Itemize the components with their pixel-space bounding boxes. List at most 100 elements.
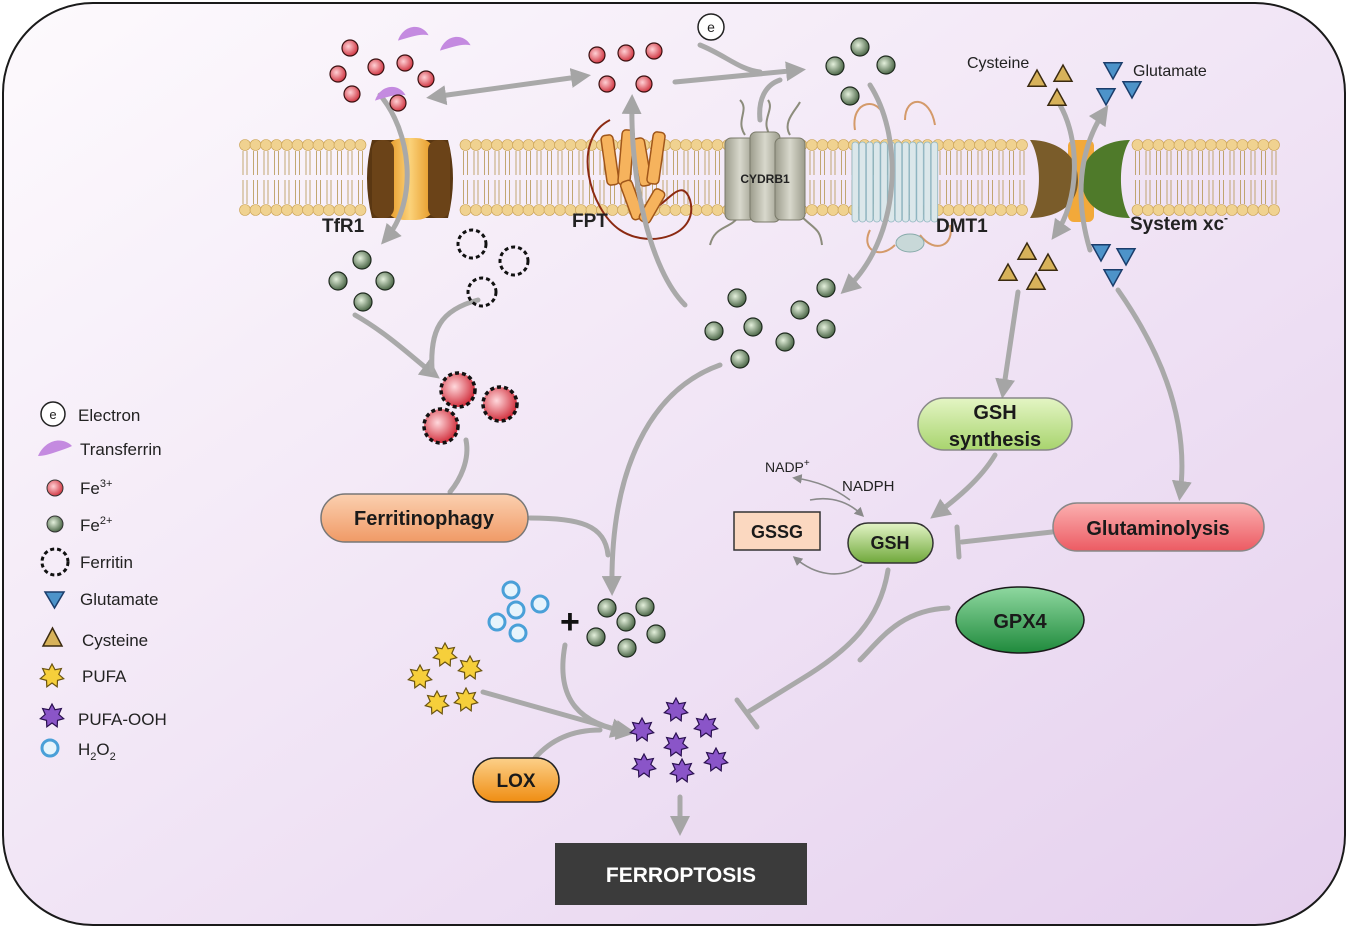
legend-h2o2-label: H2O2	[78, 740, 116, 763]
glutamate-icon	[1115, 248, 1137, 267]
cysteine-icon	[1026, 68, 1048, 87]
fe3-ion	[598, 75, 616, 93]
fe3-ion	[367, 58, 385, 76]
ferritinophagy-label: Ferritinophagy	[354, 508, 495, 530]
nadp-label: NADP+	[765, 458, 810, 475]
gpx4-node: GPX4	[955, 586, 1085, 654]
legend-transferrin-label: Transferrin	[80, 440, 162, 459]
ferritin-loaded-icon	[424, 409, 458, 443]
cydrb1-label: CYDRB1	[740, 172, 790, 186]
glutaminolysis-label: Glutaminolysis	[1086, 518, 1229, 540]
fe2-ion	[825, 56, 845, 76]
ferritin-loaded-icon	[441, 373, 475, 407]
pufa-icon	[453, 686, 479, 712]
gsh-node: GSH	[847, 522, 934, 564]
legend-fe3-label: Fe3+	[80, 478, 112, 498]
fe2-ion	[850, 37, 870, 57]
fe2-ion	[730, 349, 750, 369]
legend-glutamate-icon	[43, 591, 66, 610]
cysteine-icon	[1037, 252, 1059, 271]
fe2-ion	[775, 332, 795, 352]
fe3-ion	[389, 94, 407, 112]
ferritinophagy-node: Ferritinophagy	[320, 493, 529, 543]
pufa-ooh-icon	[663, 731, 689, 757]
gssg-node: GSSG	[733, 511, 821, 551]
gssg-label: GSSG	[751, 522, 803, 542]
fe3-ion	[396, 54, 414, 72]
h2o2-icon	[530, 594, 550, 614]
legend-ferritin-label: Ferritin	[80, 553, 133, 572]
legend-fe3-icon	[46, 479, 64, 497]
gpx4-label: GPX4	[993, 611, 1047, 633]
pufa-icon	[424, 689, 450, 715]
fe2-ion	[790, 300, 810, 320]
transferrin-icon	[398, 26, 429, 41]
fe3-ion	[588, 46, 606, 64]
pufa-ooh-icon	[703, 746, 729, 772]
fe2-ion	[375, 271, 395, 291]
gsh-label: GSH	[870, 533, 909, 553]
electron-icon	[697, 13, 725, 41]
lox-node: LOX	[472, 757, 560, 803]
fe2-ion	[597, 598, 617, 618]
glutamate-label: Glutamate	[1133, 63, 1207, 80]
fe2-ion	[704, 321, 724, 341]
h2o2-icon	[501, 580, 521, 600]
cysteine-icon	[1016, 241, 1038, 260]
fpt-label: FPT	[572, 211, 608, 232]
transferrin-icon	[375, 86, 406, 101]
pufa-icon	[407, 663, 433, 689]
glutaminolysis-node: Glutaminolysis	[1052, 502, 1265, 552]
gsh-synthesis-label-1: GSH	[973, 402, 1016, 424]
nadp-cycle	[792, 474, 865, 575]
legend-transferrin-icon	[38, 440, 72, 456]
glutamate-icon	[1090, 244, 1112, 263]
glutamate-icon	[1102, 62, 1124, 81]
cysteine-label: Cysteine	[967, 55, 1029, 72]
pufa-ooh-icon	[629, 716, 655, 742]
fpt-transporter	[586, 119, 693, 240]
legend-ferritin-icon	[40, 547, 70, 577]
pufa-ooh-icon	[669, 757, 695, 783]
glutamate-icon	[1095, 88, 1117, 107]
cysteine-icon	[1025, 271, 1047, 290]
ferritin-loaded-icon	[483, 387, 517, 421]
tfr1-label: TfR1	[322, 216, 365, 237]
h2o2-icon	[508, 623, 528, 643]
gsh-synthesis-node: GSH synthesis	[917, 397, 1073, 451]
fe3-ion	[635, 75, 653, 93]
fe2-ion	[840, 86, 860, 106]
fe2-ion	[352, 250, 372, 270]
pufa-ooh-icon	[663, 696, 689, 722]
ferroptosis-label: FERROPTOSIS	[606, 864, 756, 887]
legend-glutamate-label: Glutamate	[80, 590, 158, 609]
legend-fe2-icon	[46, 515, 64, 533]
legend-pufa-ooh-icon	[39, 702, 65, 728]
legend-electron-symbol: e	[49, 407, 56, 422]
fe3-ion	[343, 85, 361, 103]
h2o2-icon	[506, 600, 526, 620]
h2o2-icon	[487, 612, 507, 632]
transferrin-icon	[440, 36, 471, 51]
legend-electron-label: Electron	[78, 406, 140, 425]
cysteine-icon	[1046, 87, 1068, 106]
legend-cysteine-icon	[41, 626, 64, 647]
lox-label: LOX	[496, 771, 535, 792]
legend-h2o2-icon	[40, 738, 60, 758]
ferritin-icon	[456, 228, 488, 260]
pufa-ooh-icon	[631, 752, 657, 778]
plus-sign: +	[560, 603, 580, 641]
electron-symbol: e	[707, 19, 715, 35]
fe2-ion	[816, 278, 836, 298]
fe2-ion	[876, 55, 896, 75]
glutamate-icon	[1102, 269, 1124, 288]
fe2-ion	[328, 271, 348, 291]
pufa-icon	[432, 641, 458, 667]
cysteine-icon	[997, 262, 1019, 281]
particles	[328, 26, 1143, 783]
gsh-synthesis-label-2: synthesis	[949, 429, 1041, 451]
fe2-ion	[743, 317, 763, 337]
fe2-ion	[353, 292, 373, 312]
